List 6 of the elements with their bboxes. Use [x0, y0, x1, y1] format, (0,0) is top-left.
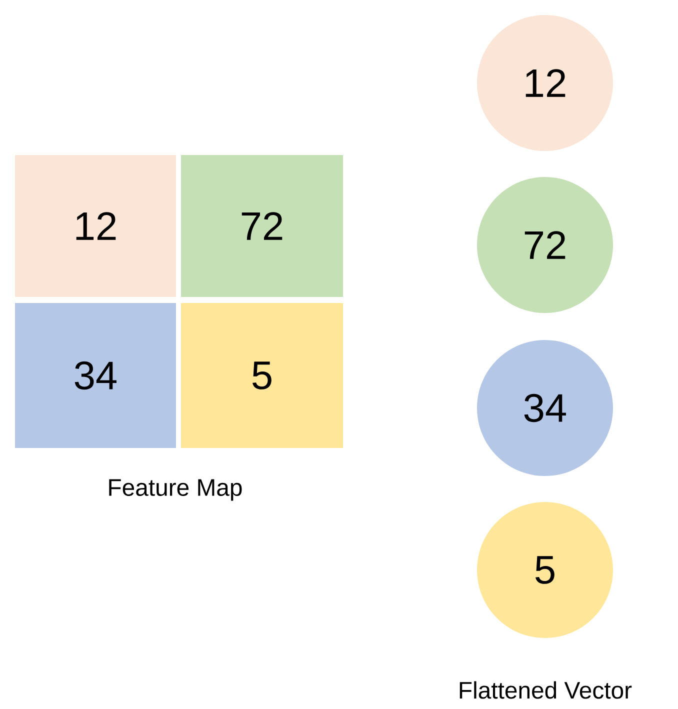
feature-cell: 5 [181, 303, 343, 448]
feature-cell: 34 [15, 303, 176, 448]
feature-cell: 12 [15, 155, 176, 297]
map-label: Feature Map [109, 479, 242, 501]
feature-cell: 72 [181, 155, 343, 297]
vector-label: Flattened Vector [460, 681, 632, 699]
